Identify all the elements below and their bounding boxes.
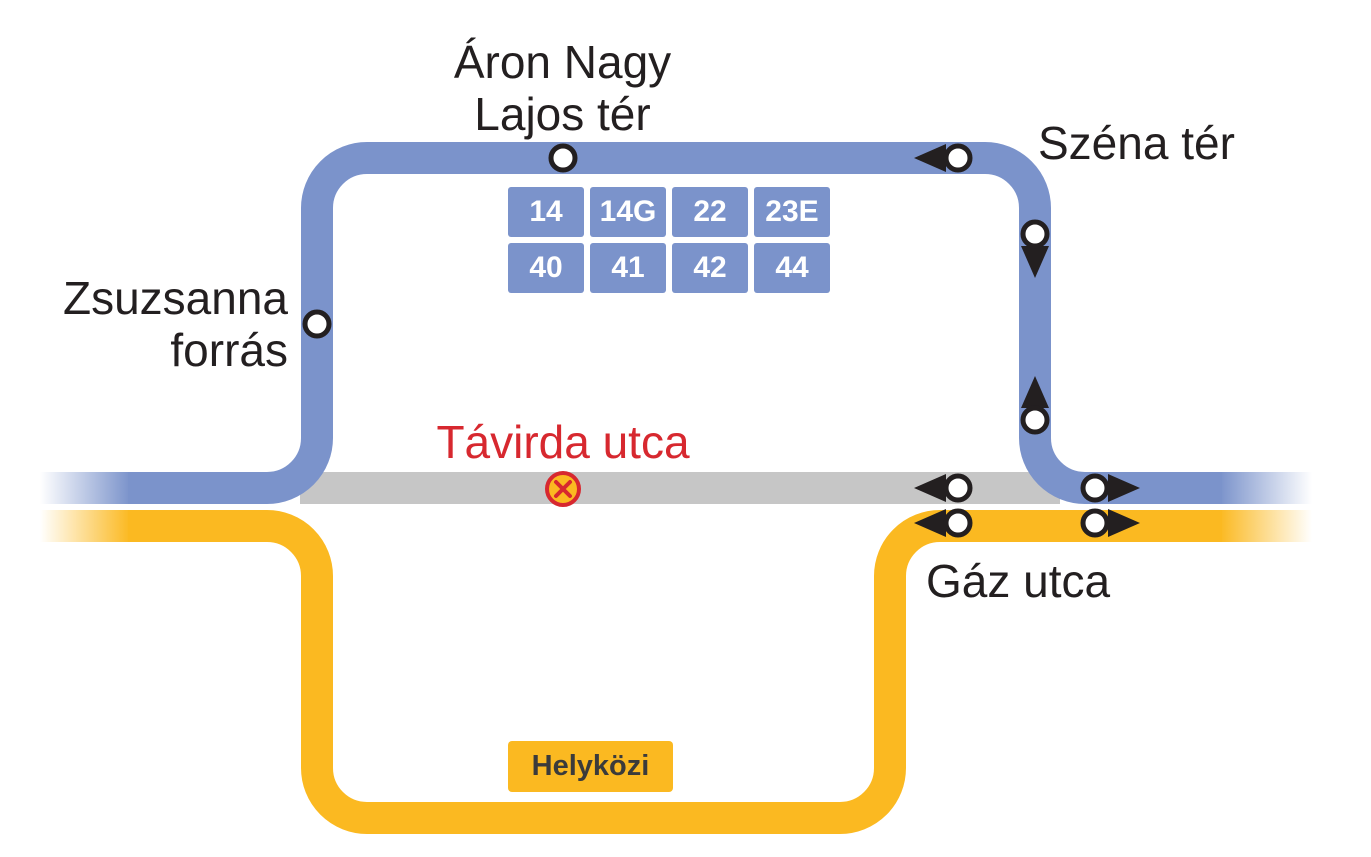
route-badge-41: 41 [590,243,666,293]
blue-diversion-line [128,142,1222,504]
stop-label-zsuzsanna: Zsuzsanna forrás [20,272,288,376]
yellow-diversion-line [128,510,1222,834]
stop-label-zsuzsanna-line1: Zsuzsanna [62,272,288,324]
stop-tavirda-closed-stop-x-icon [545,471,581,507]
stop-gaz-blue-right-direction-arrow-icon [1080,473,1140,503]
stop-szena-ter-direction-arrow-icon [914,143,973,173]
stop-label-aron-nagy-line2: Lajos tér [474,88,651,140]
route-badge-44: 44 [754,243,830,293]
stop-label-szena-ter: Széna tér [1038,117,1235,169]
stop-gaz-yellow-right-direction-arrow-icon [1080,508,1140,538]
route-badge-40: 40 [508,243,584,293]
stop-label-aron-nagy: Áron Nagy Lajos tér [400,36,725,140]
route-badge-14g: 14G [590,187,666,237]
stop-zsuzsanna-circle-stop-icon [302,309,332,339]
stop-szena-down-direction-arrow-icon [1020,219,1050,278]
stop-label-gaz-utca: Gáz utca [926,555,1111,607]
yellow-line-fade-left [40,510,130,542]
route-badge-42: 42 [672,243,748,293]
stop-gaz-blue-left-direction-arrow-icon [914,473,973,503]
stop-label-tavirda-closed: Távirda utca [436,416,690,468]
stop-aron-nagy-circle-stop-icon [548,143,578,173]
stop-label-zsuzsanna-line2: forrás [170,324,288,376]
route-badge-22: 22 [672,187,748,237]
stop-szena-up-direction-arrow-icon [1020,376,1050,435]
blue-line-fade-left [40,472,130,504]
stop-gaz-yellow-left-direction-arrow-icon [914,508,973,538]
route-badge-14: 14 [508,187,584,237]
stop-label-aron-nagy-line1: Áron Nagy [453,36,672,88]
yellow-line-fade-right [1220,510,1312,542]
route-badge-helykozi: Helyközi [508,741,673,792]
blue-line-fade-right [1220,472,1312,504]
route-badge-23e: 23E [754,187,830,237]
